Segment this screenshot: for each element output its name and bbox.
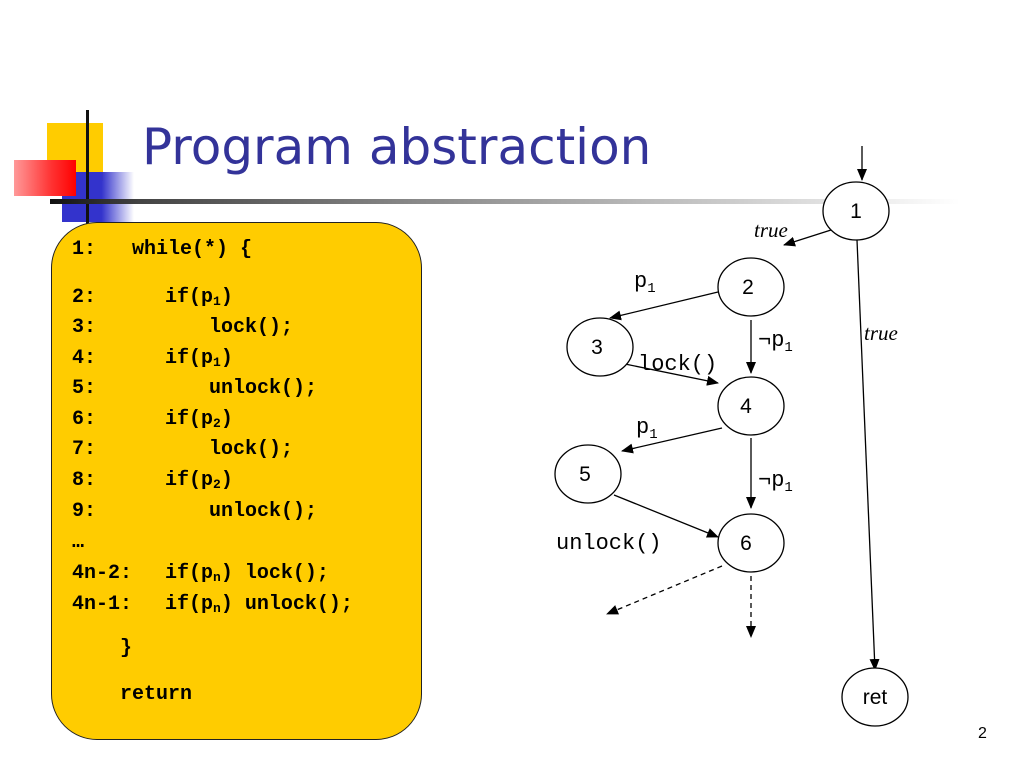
code-line-number: …: [72, 531, 85, 554]
code-line-number: 6:: [72, 408, 97, 431]
code-text-post: ): [220, 408, 233, 431]
title-decoration-vertical-line: [86, 110, 89, 228]
code-line-number: 9:: [72, 500, 97, 523]
code-line-text: if(pn) unlock();: [165, 593, 353, 617]
code-line-number: 5:: [72, 377, 97, 400]
code-text-pre: if(p: [165, 408, 214, 431]
code-line-text: if(p1): [165, 347, 233, 371]
edge-label-p1-4-5: p1: [636, 415, 658, 443]
code-text-post: ) lock();: [220, 562, 329, 585]
code-line-number: 8:: [72, 469, 97, 492]
code-text-subscript: n: [213, 570, 221, 585]
code-line-text: if(p2): [165, 469, 233, 493]
code-line-number: 4n-2:: [72, 562, 133, 585]
slide-title: Program abstraction: [142, 118, 652, 176]
node-4-label: 4: [740, 395, 752, 418]
code-line-text: if(p1): [165, 286, 233, 310]
code-text-post: ): [220, 347, 233, 370]
code-line-text: if(p2): [165, 408, 233, 432]
edge-label-not-p1-4-6: ¬p1: [758, 468, 793, 496]
code-line-number: 4n-1:: [72, 593, 133, 616]
edge-label-true-1-ret: true: [864, 321, 898, 345]
code-line-text: while(*) {: [132, 238, 253, 261]
code-text-pre: if(p: [165, 347, 214, 370]
code-line-text: lock();: [209, 438, 294, 461]
code-line-text: lock();: [209, 316, 294, 339]
node-5: 5: [554, 444, 622, 504]
code-line-number: 7:: [72, 438, 97, 461]
code-text-subscript: 2: [213, 416, 221, 431]
code-text-subscript: 2: [213, 477, 221, 492]
node-6: 6: [717, 513, 785, 573]
code-text-post: ): [220, 286, 233, 309]
edge-5-6: [613, 494, 719, 538]
code-text-pre: if(p: [165, 593, 214, 616]
edge-6-dashed-left: [606, 565, 723, 615]
edge-3-4: [624, 363, 719, 386]
code-text-subscript: 1: [213, 294, 221, 309]
code-line-text: unlock();: [209, 377, 318, 400]
node-3: 3: [566, 317, 634, 377]
code-line-number: 1:: [72, 238, 97, 261]
code-text-subscript: n: [213, 601, 221, 616]
edge-label-unlock: unlock(): [556, 531, 662, 556]
code-line-text: }: [120, 637, 133, 660]
title-decoration-red-square: [14, 160, 76, 196]
code-text-pre: if(p: [165, 469, 214, 492]
node-1: 1: [822, 181, 890, 241]
edge-label-p1-2-3: p1: [634, 269, 656, 297]
code-listing-box: 1:while(*) {2:if(p1)3:lock();4:if(p1)5:u…: [51, 222, 422, 740]
page-number: 2: [978, 725, 987, 742]
node-ret: ret: [841, 667, 909, 727]
code-text-post: ): [220, 469, 233, 492]
edge-1-2: [783, 229, 832, 247]
edge-label-true-1-2: true: [754, 218, 788, 242]
code-text-post: ) unlock();: [220, 593, 353, 616]
edge-1-ret: [856, 239, 880, 671]
code-line-text: if(pn) lock();: [165, 562, 329, 586]
code-line-text: return: [120, 683, 193, 706]
node-6-label: 6: [740, 532, 752, 555]
edge-label-lock: lock(): [638, 352, 717, 377]
edge-label-not-p1-2-4: ¬p1: [758, 328, 793, 356]
edge-4-5: [621, 427, 723, 454]
code-text-pre: if(p: [165, 562, 214, 585]
edge-2-3: [609, 291, 719, 321]
code-line-text: unlock();: [209, 500, 318, 523]
node-3-label: 3: [591, 336, 603, 359]
node-1-label: 1: [850, 200, 862, 223]
code-text-subscript: 1: [213, 355, 221, 370]
title-decoration-horizontal-line: [50, 199, 960, 204]
code-line-number: 3:: [72, 316, 97, 339]
node-5-label: 5: [579, 463, 591, 486]
node-ret-label: ret: [863, 686, 888, 709]
code-line-number: 4:: [72, 347, 97, 370]
node-2: 2: [717, 257, 785, 317]
node-4: 4: [717, 376, 785, 436]
code-line-number: 2:: [72, 286, 97, 309]
node-2-label: 2: [742, 276, 754, 299]
code-text-pre: if(p: [165, 286, 214, 309]
